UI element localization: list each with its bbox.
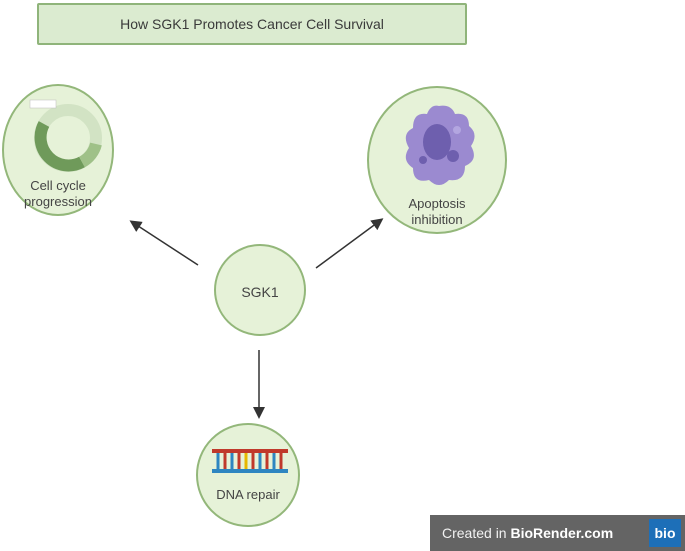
sgk1-label: SGK1 [241, 284, 279, 300]
dna-repair-node: DNA repair [196, 423, 300, 527]
sgk1-node: SGK1 [214, 244, 306, 336]
cell-cycle-label-line1: Cell cycle [30, 178, 86, 193]
dna-double-helix-icon [212, 449, 288, 473]
biorender-watermark: Created in BioRender.com bio [430, 515, 685, 551]
dna-repair-label: DNA repair [216, 487, 280, 502]
cell-cycle-ring-icon [29, 99, 102, 172]
apoptosis-label-line1: Apoptosis [408, 196, 466, 211]
apoptosis-label-line2: inhibition [411, 212, 463, 227]
watermark-text: Created in BioRender.com [430, 525, 649, 541]
arrow-to-cell-cycle [129, 220, 199, 266]
biorender-logo-icon: bio [649, 519, 681, 547]
diagram-title: How SGK1 Promotes Cancer Cell Survival [37, 3, 467, 45]
apoptotic-cell-icon [405, 105, 475, 185]
watermark-prefix: Created in [442, 525, 511, 541]
watermark-brand: BioRender.com [510, 525, 614, 541]
apoptosis-node: Apoptosis inhibition [367, 86, 507, 234]
cell-cycle-label-line2: progression [24, 194, 92, 209]
arrow-to-apoptosis [315, 218, 384, 269]
cell-cycle-node: Cell cycle progression [2, 84, 114, 216]
